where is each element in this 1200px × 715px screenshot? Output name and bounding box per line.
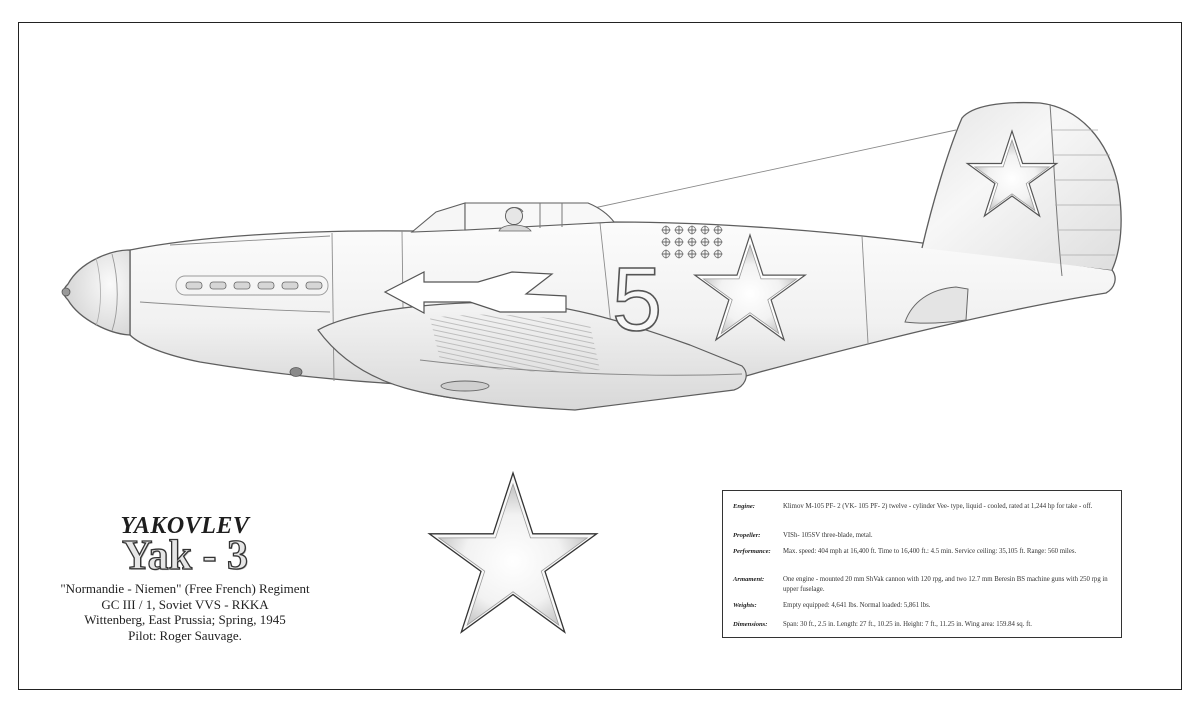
specifications-table: Engine: Klimov M-105 PF- 2 (VK- 105 PF- … xyxy=(722,490,1122,638)
caption-regiment: "Normandie - Niemen" (Free French) Regim… xyxy=(60,581,310,596)
national-star-inner xyxy=(437,482,589,627)
arrow-marking xyxy=(383,271,567,315)
fuselage-star-inner xyxy=(702,243,798,335)
spec-value: Empty equipped: 4,641 lbs. Normal loaded… xyxy=(783,602,931,609)
spec-value: Klimov M-105 PF- 2 (VK- 105 PF- 2) twelv… xyxy=(783,503,1093,510)
exhaust-trough xyxy=(175,275,329,296)
spinner-line xyxy=(95,257,101,327)
exhaust-stack xyxy=(185,281,203,290)
aircraft-maker-title: YAKOVLEV xyxy=(120,513,250,539)
spinner-tip xyxy=(61,287,71,297)
aircraft-caption: "Normandie - Niemen" (Free French) Regim… xyxy=(40,581,330,643)
caption-location: Wittenberg, East Prussia; Spring, 1945 xyxy=(84,612,286,627)
exhaust-stack xyxy=(281,281,299,290)
spec-label: Dimensions: xyxy=(733,621,768,628)
landing-light xyxy=(289,367,303,377)
exhaust-stack xyxy=(257,281,275,290)
spec-value: Max. speed: 404 mph at 16,400 ft. Time t… xyxy=(783,548,1077,555)
exhaust-stacks xyxy=(175,275,329,296)
wing-hatching xyxy=(430,314,600,372)
horizontal-stabilizer xyxy=(904,286,969,324)
exhaust-stack xyxy=(209,281,227,290)
page-border xyxy=(18,22,1182,690)
pilot-figure xyxy=(498,207,532,232)
caption-pilot: Pilot: Roger Sauvage. xyxy=(128,627,242,643)
radiator-intake xyxy=(440,380,490,392)
antenna-wire xyxy=(579,129,957,212)
tail-star-inner xyxy=(973,138,1051,212)
spec-label: Engine: xyxy=(733,503,755,510)
aileron-line xyxy=(419,359,743,376)
windscreen xyxy=(410,202,466,233)
spec-label: Performance: xyxy=(733,548,771,555)
spec-label: Armament: xyxy=(733,576,765,583)
rudder-ribs xyxy=(1049,103,1120,277)
tactical-number: 5 xyxy=(612,250,662,350)
aircraft-model-title: Yak - 3 xyxy=(121,533,249,579)
spec-label: Weights: xyxy=(733,602,757,609)
spinner-line xyxy=(111,253,118,332)
spec-value: VISh- 105SV three-blade, metal. xyxy=(783,532,873,539)
exhaust-stack xyxy=(305,281,323,290)
spec-value: One engine - mounted 20 mm ShVak cannon … xyxy=(783,576,1108,593)
spec-label: Propeller: xyxy=(733,532,761,539)
caption-unit: GC III / 1, Soviet VVS - RKKA xyxy=(101,596,269,612)
spec-value: Span: 30 ft., 2.5 in. Length: 27 ft., 10… xyxy=(783,621,1032,628)
exhaust-stack xyxy=(233,281,251,290)
